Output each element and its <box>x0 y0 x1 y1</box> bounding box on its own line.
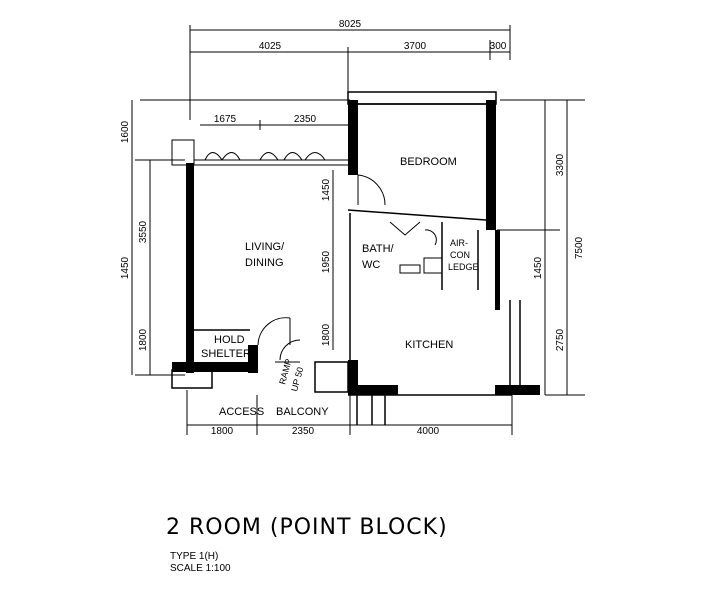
dim-right-3300: 3300 <box>555 153 566 176</box>
plan-scale: SCALE 1:100 <box>170 563 231 574</box>
dim-right-2750: 2750 <box>555 328 566 351</box>
thin-walls <box>171 91 521 425</box>
doors <box>257 174 443 363</box>
dim-left-1600: 1600 <box>120 120 131 143</box>
walls <box>172 100 540 395</box>
plan-title: 2 ROOM (POINT BLOCK) <box>166 515 448 540</box>
dim-bottom-2350: 2350 <box>292 426 315 437</box>
dim-left-3550: 3550 <box>138 220 149 243</box>
dim-store-left: 1675 <box>214 114 237 125</box>
folding-doors <box>171 139 348 166</box>
room-aircon-line1: AIR- <box>450 238 468 248</box>
dim-top-left: 4025 <box>259 41 282 52</box>
dim-top-mid: 3700 <box>404 41 427 52</box>
room-hold-line1: HOLD <box>214 334 245 346</box>
room-kitchen: KITCHEN <box>405 339 453 351</box>
dim-right-7500: 7500 <box>574 236 585 259</box>
dim-bottom-1800: 1800 <box>211 426 234 437</box>
dim-overall-width: 8025 <box>339 19 362 30</box>
plan-type: TYPE 1(H) <box>170 551 219 562</box>
dim-inner-1950: 1950 <box>321 250 332 273</box>
area-access: ACCESS <box>219 406 264 418</box>
room-living-line1: LIVING/ <box>245 241 285 253</box>
room-living-line2: DINING <box>245 257 284 269</box>
dim-bottom-4000: 4000 <box>417 426 440 437</box>
dim-inner-1450: 1450 <box>321 178 332 201</box>
room-hold-line2: SHELTER <box>201 348 251 360</box>
room-bath-line1: BATH/ <box>362 243 395 255</box>
dim-store-right: 2350 <box>294 114 317 125</box>
dim-left-1800: 1800 <box>138 328 149 351</box>
room-aircon-line2: CON <box>450 250 470 260</box>
room-bath-line2: WC <box>362 259 380 271</box>
area-balcony: BALCONY <box>276 406 329 418</box>
dim-right-1450: 1450 <box>533 256 544 279</box>
room-bedroom: BEDROOM <box>400 156 457 168</box>
dim-top-right: 300 <box>490 41 507 52</box>
dim-left-1450: 1450 <box>120 256 131 279</box>
ramp-line2: UP 50 <box>289 366 305 393</box>
dimension-lines <box>131 25 585 435</box>
dim-inner-1800: 1800 <box>321 323 332 346</box>
room-aircon-line3: LEDGE <box>448 262 479 272</box>
